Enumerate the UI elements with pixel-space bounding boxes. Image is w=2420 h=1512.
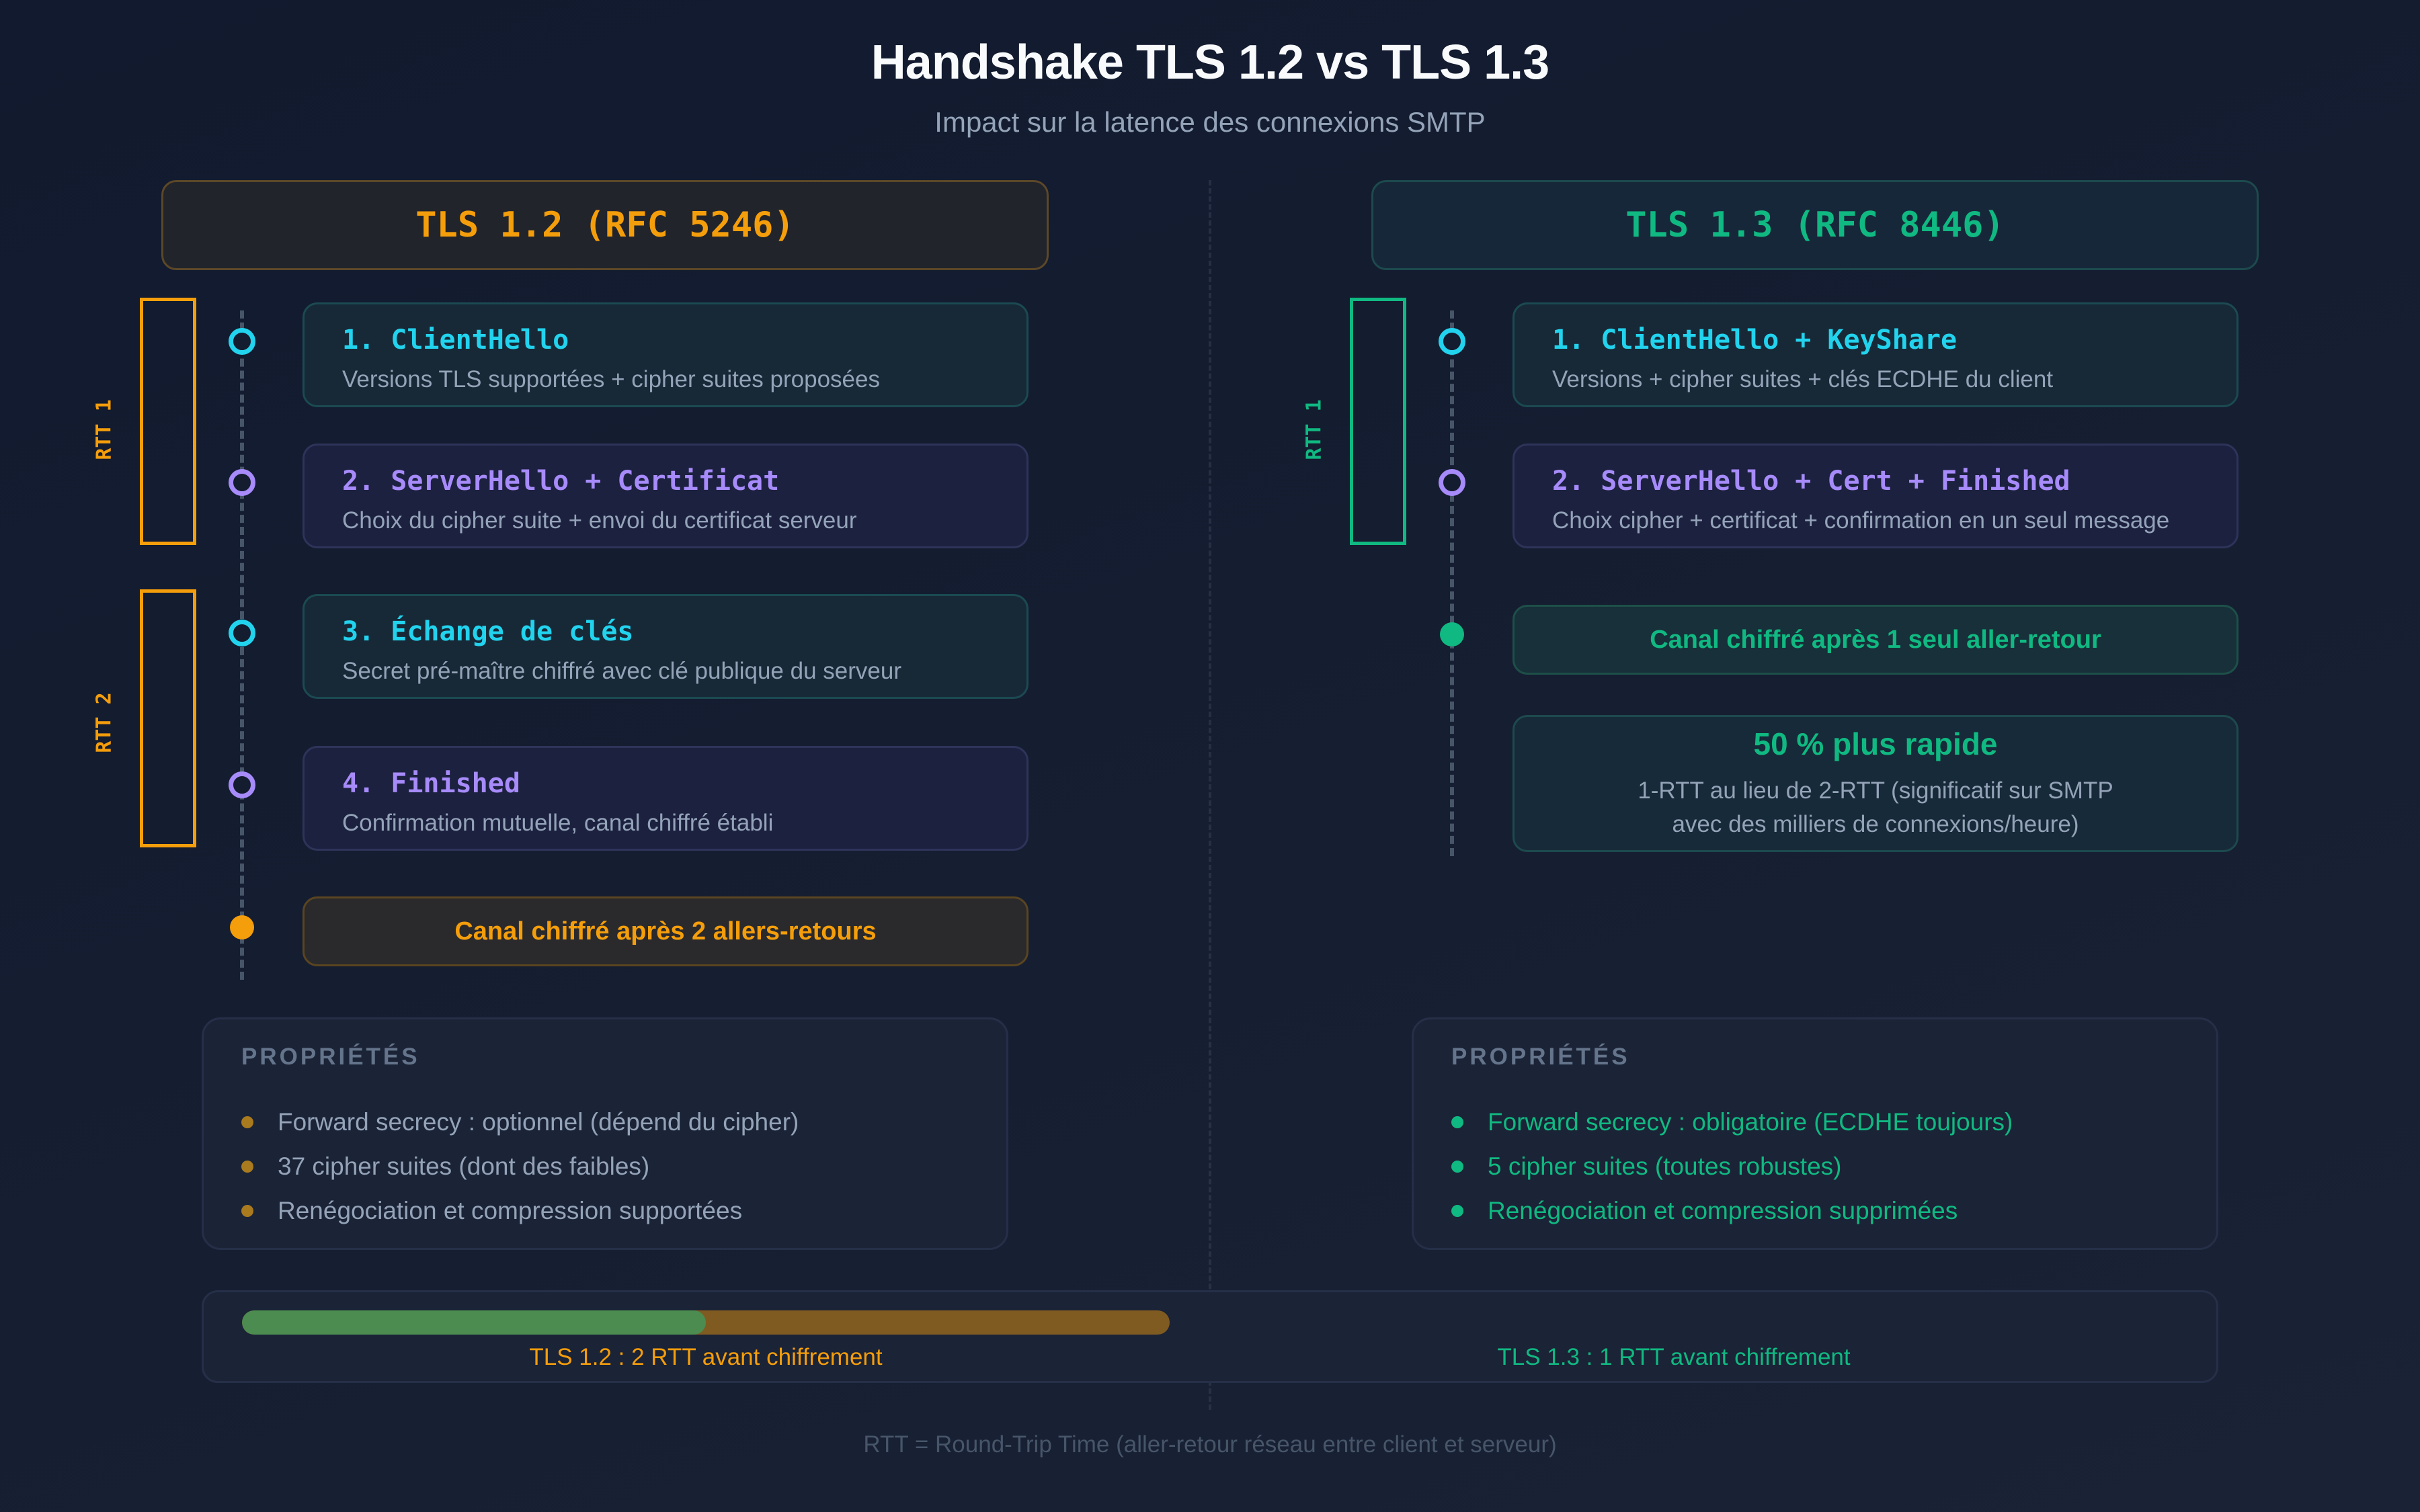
page-title: Handshake TLS 1.2 vs TLS 1.3 — [871, 36, 1549, 89]
bullet-icon — [1451, 1205, 1463, 1217]
step-desc: Versions + cipher suites + clés ECDHE du… — [1552, 366, 2054, 392]
property-item: Renégociation et compression supprimées — [1451, 1189, 2179, 1233]
step-desc: Choix cipher + certificat + confirmation… — [1552, 507, 2170, 534]
tls13-node-client-icon — [1439, 328, 1465, 355]
tls12-rtt1-bracket — [140, 298, 196, 545]
tls13-header: TLS 1.3 (RFC 8446) — [1371, 180, 2259, 270]
tls12-node-client-icon — [229, 328, 255, 355]
property-item: Forward secrecy : obligatoire (ECDHE tou… — [1451, 1100, 2179, 1144]
step-title: 3. Échange de clés — [342, 616, 634, 647]
step-desc: Confirmation mutuelle, canal chiffré éta… — [342, 810, 774, 836]
bullet-icon — [241, 1205, 253, 1217]
tls13-properties-panel: PROPRIÉTÉS Forward secrecy : obligatoire… — [1412, 1017, 2218, 1250]
page-subtitle: Impact sur la latence des connexions SMT… — [934, 106, 1486, 138]
tls13-performance-card: 50 % plus rapide 1-RTT au lieu de 2-RTT … — [1513, 715, 2238, 852]
footnote: RTT = Round-Trip Time (aller-retour rése… — [863, 1431, 1557, 1458]
property-text: 37 cipher suites (dont des faibles) — [278, 1152, 650, 1180]
performance-desc-line2: avec des milliers de connexions/heure) — [1672, 811, 2079, 837]
tls13-node-server-icon — [1439, 469, 1465, 496]
rtt-comparison-bar-fill — [242, 1310, 706, 1335]
step-title: 1. ClientHello — [342, 325, 569, 355]
tls12-step-key-exchange: 3. Échange de clés Secret pré-maître chi… — [302, 594, 1028, 699]
tls13-rtt1-bracket — [1350, 298, 1406, 545]
bullet-icon — [241, 1116, 253, 1128]
tls13-result-banner: Canal chiffré après 1 seul aller-retour — [1513, 605, 2238, 675]
step-title: 2. ServerHello + Cert + Finished — [1552, 466, 2070, 497]
step-title: 2. ServerHello + Certificat — [342, 466, 780, 497]
tls12-header: TLS 1.2 (RFC 5246) — [161, 180, 1049, 270]
tls12-step-finished: 4. Finished Confirmation mutuelle, canal… — [302, 746, 1028, 851]
performance-desc-line1: 1-RTT au lieu de 2-RTT (significatif sur… — [1638, 778, 2113, 804]
tls12-properties-panel: PROPRIÉTÉS Forward secrecy : optionnel (… — [202, 1017, 1008, 1250]
tls12-result-banner: Canal chiffré après 2 allers-retours — [302, 896, 1028, 966]
properties-heading: PROPRIÉTÉS — [241, 1044, 420, 1070]
tls12-node-complete-icon — [230, 915, 254, 939]
comparison-panel — [202, 1290, 2218, 1383]
tls12-step-clienthello: 1. ClientHello Versions TLS supportées +… — [302, 302, 1028, 407]
tls13-timeline — [1450, 310, 1454, 856]
bullet-icon — [1451, 1161, 1463, 1173]
tls12-node-server-icon — [229, 469, 255, 496]
property-item: 5 cipher suites (toutes robustes) — [1451, 1144, 2179, 1189]
property-text: Renégociation et compression supprimées — [1488, 1197, 1958, 1224]
tls13-bar-label: TLS 1.3 : 1 RTT avant chiffrement — [1497, 1344, 1851, 1370]
property-item: Forward secrecy : optionnel (dépend du c… — [241, 1100, 969, 1144]
tls13-node-complete-icon — [1440, 622, 1464, 646]
bullet-icon — [241, 1161, 253, 1173]
step-desc: Choix du cipher suite + envoi du certifi… — [342, 507, 857, 534]
tls13-step-serverhello-finished: 2. ServerHello + Cert + Finished Choix c… — [1513, 444, 2238, 548]
properties-heading: PROPRIÉTÉS — [1451, 1044, 1630, 1070]
property-item: 37 cipher suites (dont des faibles) — [241, 1144, 969, 1189]
property-text: Forward secrecy : optionnel (dépend du c… — [278, 1108, 799, 1136]
bullet-icon — [1451, 1116, 1463, 1128]
step-title: 1. ClientHello + KeyShare — [1552, 325, 1958, 355]
property-text: Renégociation et compression supportées — [278, 1197, 743, 1224]
tls12-node-client-icon — [229, 620, 255, 646]
tls12-rtt2-label: RTT 2 — [92, 692, 116, 753]
property-text: 5 cipher suites (toutes robustes) — [1488, 1152, 1842, 1180]
performance-title: 50 % plus rapide — [1753, 726, 1998, 761]
tls12-node-server-icon — [229, 771, 255, 798]
property-text: Forward secrecy : obligatoire (ECDHE tou… — [1488, 1108, 2013, 1136]
center-divider — [1209, 180, 1211, 1410]
tls12-rtt1-label: RTT 1 — [92, 399, 116, 460]
tls13-step-clienthello-keyshare: 1. ClientHello + KeyShare Versions + cip… — [1513, 302, 2238, 407]
tls12-rtt2-bracket — [140, 589, 196, 847]
step-desc: Versions TLS supportées + cipher suites … — [342, 366, 880, 392]
property-item: Renégociation et compression supportées — [241, 1189, 969, 1233]
rtt-comparison-bar — [242, 1310, 1170, 1335]
step-title: 4. Finished — [342, 768, 520, 799]
tls12-bar-label: TLS 1.2 : 2 RTT avant chiffrement — [529, 1344, 883, 1370]
tls13-rtt1-label: RTT 1 — [1302, 399, 1326, 460]
tls12-step-serverhello: 2. ServerHello + Certificat Choix du cip… — [302, 444, 1028, 548]
step-desc: Secret pré-maître chiffré avec clé publi… — [342, 658, 901, 684]
